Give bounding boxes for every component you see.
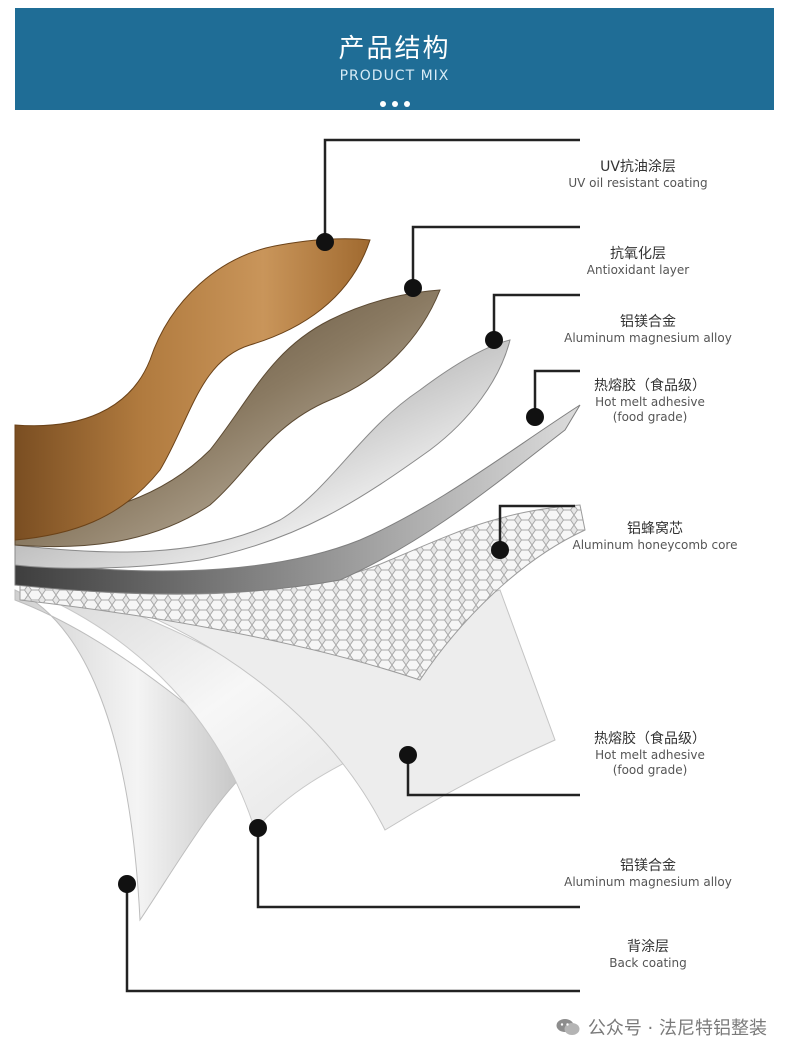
layer-label-cn: 背涂层 (627, 939, 669, 955)
layer-label-antioxidant: 抗氧化层 Antioxidant layer (548, 245, 728, 278)
callout-dots (118, 233, 544, 893)
layer-diagram (14, 138, 586, 993)
layer-label-cn: 铝蜂窝芯 (627, 521, 683, 537)
layer-label-en-2: (food grade) (612, 763, 688, 777)
callout-lines (125, 138, 580, 993)
layer-label-en: Antioxidant layer (586, 263, 690, 277)
watermark-text: 公众号 · 法尼特铝整装 (587, 1018, 767, 1039)
page-title: 产品结构 (338, 34, 451, 64)
layer-label-en: Hot melt adhesive (595, 748, 705, 762)
top-alloy-sheet (14, 339, 511, 569)
layer-label-cn: 抗氧化层 (610, 246, 666, 262)
layer-label-bottom-adhesive: 热熔胶（食品级） Hot melt adhesive (food grade) (570, 730, 730, 778)
layer-label-en: UV oil resistant coating (568, 176, 708, 190)
layer-label-top-alloy: 铝镁合金 Aluminum magnesium alloy (548, 313, 748, 346)
wood-uv-sheet (14, 238, 371, 541)
layer-label-honeycomb: 铝蜂窝芯 Aluminum honeycomb core (560, 520, 750, 553)
layer-label-en: Aluminum magnesium alloy (564, 331, 732, 345)
layer-label-en-2: (food grade) (612, 410, 688, 424)
back-coating-sheet (14, 589, 261, 922)
top-adhesive-sheet (14, 404, 581, 595)
layer-label-cn: 铝镁合金 (620, 314, 676, 330)
layer-label-cn: UV抗油涂层 (600, 159, 676, 175)
layer-label-cn: 热熔胶（食品级） (594, 731, 706, 747)
layer-label-cn: 热熔胶（食品级） (594, 378, 706, 394)
layer-label-back-coating: 背涂层 Back coating (568, 938, 728, 971)
watermark: 公众号 · 法尼特铝整装 (556, 1014, 767, 1040)
layer-label-top-adhesive: 热熔胶（食品级） Hot melt adhesive (food grade) (570, 377, 730, 425)
header-banner: 产品结构 PRODUCT MIX (15, 8, 774, 110)
decorative-dots (15, 92, 774, 111)
layer-label-cn: 铝镁合金 (620, 858, 676, 874)
layer-label-bottom-alloy: 铝镁合金 Aluminum magnesium alloy (548, 857, 748, 890)
layer-label-en: Aluminum honeycomb core (572, 538, 738, 552)
page-subtitle: PRODUCT MIX (339, 68, 450, 84)
wechat-icon (556, 1019, 580, 1035)
antioxidant-sheet (14, 289, 441, 548)
layer-label-en: Back coating (609, 956, 687, 970)
layer-label-en: Aluminum magnesium alloy (564, 875, 732, 889)
layer-label-uv: UV抗油涂层 UV oil resistant coating (548, 158, 728, 191)
layer-label-en: Hot melt adhesive (595, 395, 705, 409)
